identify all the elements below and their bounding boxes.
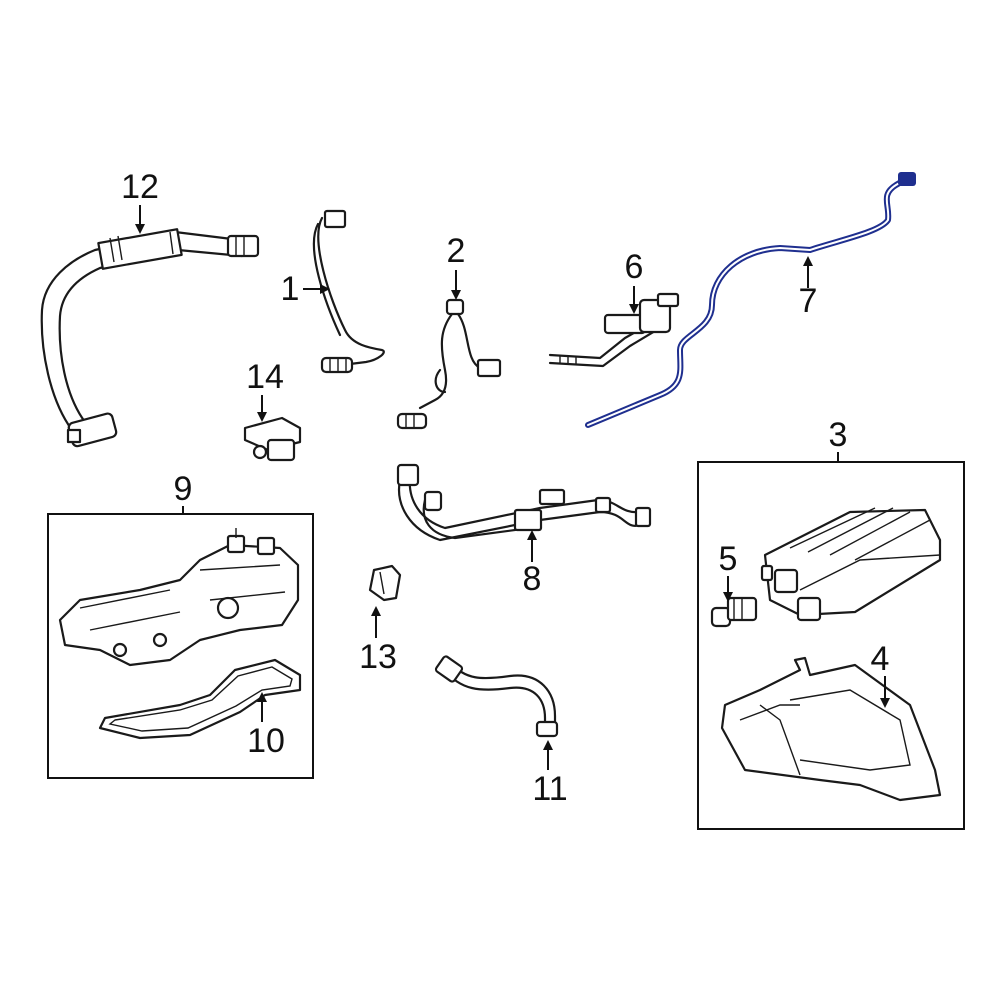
callout-4: 4 [871,640,890,678]
part-11-hose[interactable] [434,655,559,738]
part-9-manifold[interactable] [58,528,300,667]
callout-3: 3 [829,416,848,454]
callout-6: 6 [625,248,644,286]
part-12-hose[interactable] [40,228,260,448]
part-14-sensor[interactable] [243,416,302,462]
group-box-3 [697,461,965,830]
callout-14: 14 [246,358,284,396]
callout-7: 7 [799,282,818,320]
group-box-9 [47,513,314,779]
part-1-oxygen-sensor[interactable] [312,209,385,374]
callout-10: 10 [247,722,285,760]
callout-12: 12 [121,168,159,206]
callout-2: 2 [447,232,466,270]
callout-1: 1 [281,270,300,308]
callout-11: 11 [532,770,567,808]
callout-5: 5 [719,540,738,578]
part-5-valve[interactable] [710,596,758,628]
part-4-shield[interactable] [720,656,942,802]
part-7-vapor-tube[interactable] [585,172,916,428]
part-2-oxygen-sensor[interactable] [396,298,502,430]
part-10-gasket[interactable] [98,658,302,740]
part-6-purge-valve[interactable] [548,292,680,368]
part-3-canister[interactable] [760,507,942,622]
part-8-hose-assembly[interactable] [396,463,652,542]
part-13-bracket[interactable] [368,564,402,602]
callout-13: 13 [359,638,397,676]
callout-9: 9 [174,470,193,508]
callout-8: 8 [523,560,542,598]
